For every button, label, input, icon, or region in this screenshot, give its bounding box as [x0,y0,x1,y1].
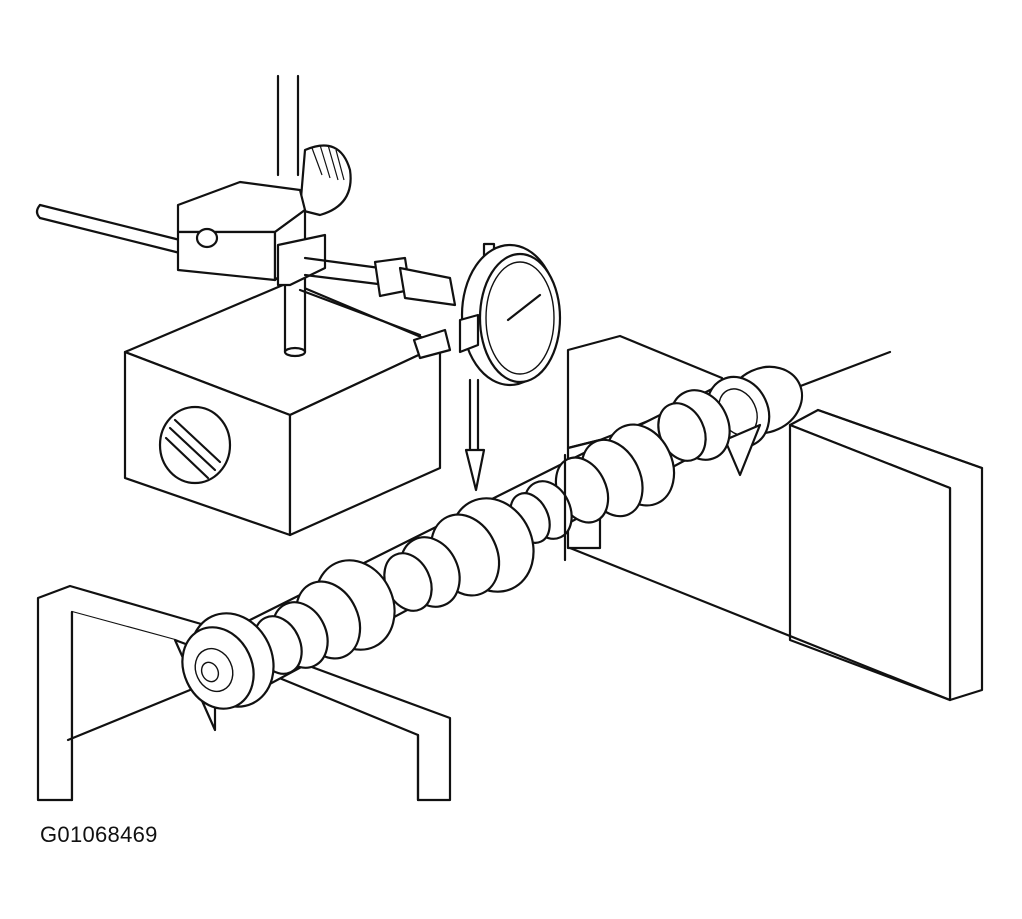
base-knob [158,405,232,485]
cam-lobe [657,389,731,462]
magnetic-base [123,280,442,537]
dial-indicator [458,242,562,492]
journal-left [173,612,275,732]
right-v-block [566,334,984,702]
indicator-stand [35,74,352,358]
cam-lobe [383,536,461,612]
indicator-arm [298,256,457,360]
camshaft [173,350,892,732]
figure-id-label: G01068469 [40,822,158,847]
